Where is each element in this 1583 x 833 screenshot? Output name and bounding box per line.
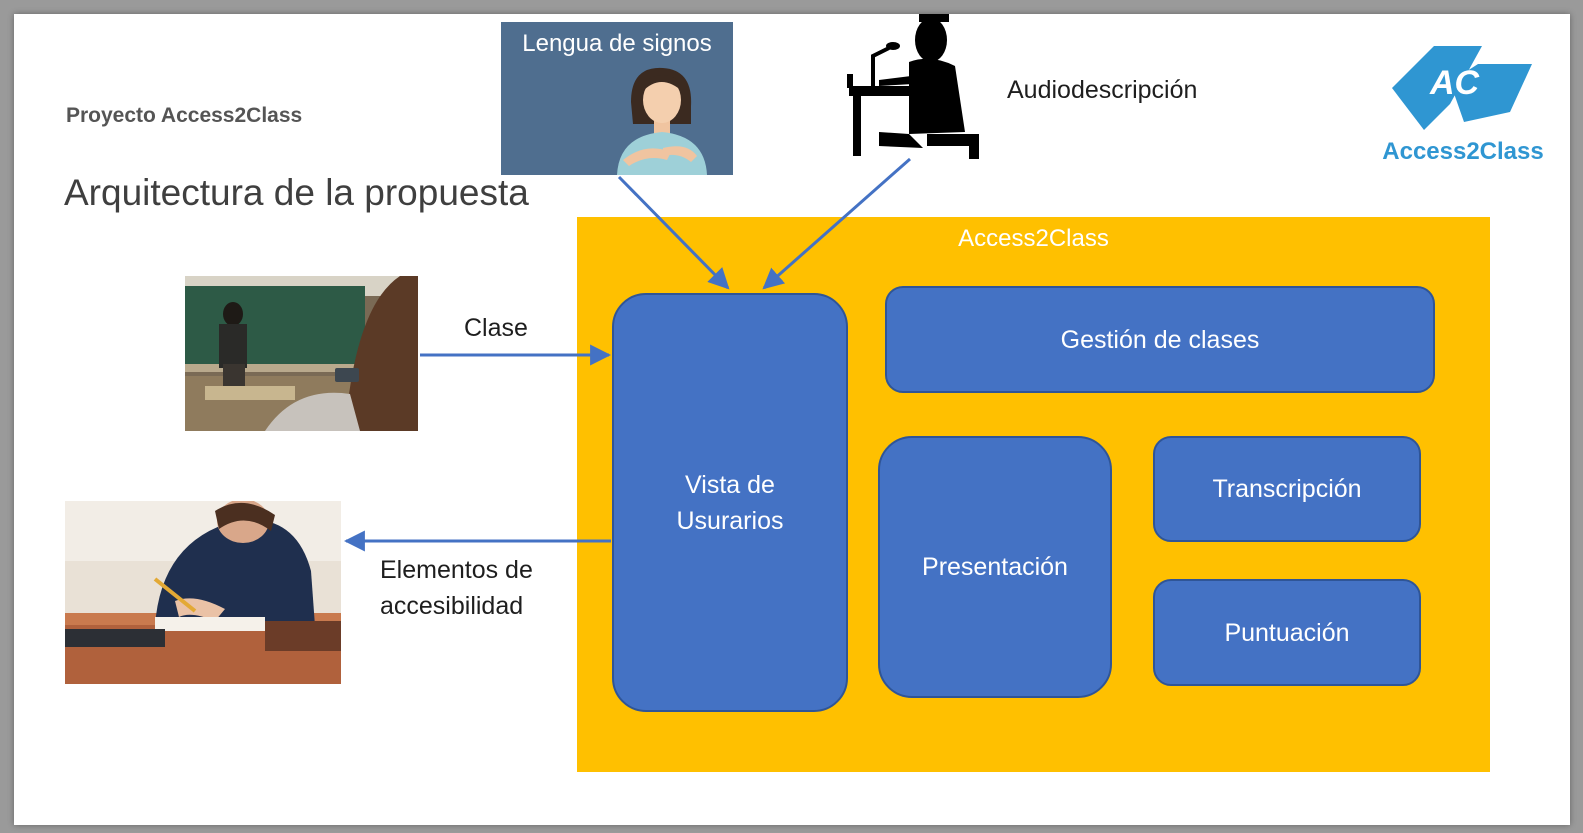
accessibility-elements-line1: Elementos de: [380, 556, 533, 584]
accessibility-elements-line2: accesibilidad: [380, 592, 524, 620]
logo-letter-a: AC: [1429, 64, 1480, 102]
project-title: Proyecto Access2Class: [66, 104, 303, 127]
student-photo-image: [65, 501, 341, 684]
user-view-line2: Usurarios: [676, 506, 784, 535]
access2class-logo: AC Access2Class: [1368, 42, 1558, 167]
sign-language-card: Lengua de signos: [501, 22, 733, 175]
classroom-photo: [185, 276, 418, 431]
user-view-module: Vista de Usurarios: [612, 293, 848, 712]
class-label: Clase: [464, 314, 528, 342]
student-photo: [65, 501, 341, 684]
sign-language-woman-icon: [617, 67, 707, 175]
transcription-module: Transcripción: [1153, 436, 1421, 542]
classroom-photo-image: [185, 276, 418, 431]
audio-narrator-icon: [847, 14, 979, 159]
access2class-logo-icon: AC: [1392, 46, 1532, 130]
slide: Proyecto Access2Class Arquitectura de la…: [14, 14, 1570, 825]
presentation-module: Presentación: [878, 436, 1112, 698]
page-title: Arquitectura de la propuesta: [64, 172, 529, 213]
audio-description-label: Audiodescripción: [1007, 76, 1198, 104]
scoring-module: Puntuación: [1153, 579, 1421, 686]
accessibility-elements-label: Elementos de accesibilidad: [380, 552, 533, 624]
logo-text: Access2Class: [1382, 138, 1544, 165]
system-title: Access2Class: [958, 225, 1109, 252]
user-view-line1: Vista de: [685, 470, 775, 499]
class-management-module: Gestión de clases: [885, 286, 1435, 393]
sign-language-label: Lengua de signos: [522, 30, 712, 57]
